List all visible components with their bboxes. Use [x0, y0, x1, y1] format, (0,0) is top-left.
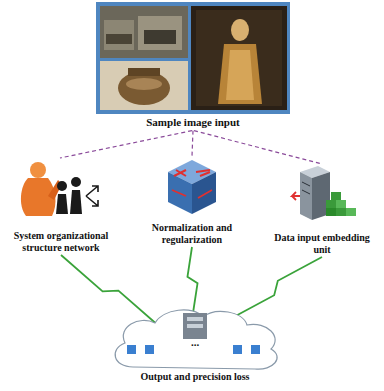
module-node: System organizational structure network	[2, 158, 120, 253]
node-label: System organizational structure network	[2, 230, 120, 253]
embedding-server-icon-part	[346, 208, 356, 216]
photo-collage-part	[226, 50, 254, 100]
server-body	[183, 313, 207, 339]
photo-collage-part	[196, 10, 282, 106]
org-network-icon-part	[56, 194, 68, 214]
photo-collage-part	[126, 78, 162, 90]
ellipsis-label: ...	[180, 336, 210, 348]
photo-collage-part	[104, 20, 134, 50]
node-label: Sample image input	[95, 116, 291, 129]
org-network-icon-part	[57, 181, 67, 191]
cloud-outline	[115, 310, 277, 369]
photo-collage-part	[118, 71, 170, 105]
normalization-cube-icon	[168, 160, 216, 214]
photo-collage-part	[138, 16, 182, 50]
dashed-connector	[194, 131, 322, 164]
photo-collage-part	[231, 19, 249, 41]
output-square	[145, 345, 154, 354]
photo-collage-part	[128, 68, 160, 76]
photo-collage-part	[100, 6, 188, 58]
photo-collage-part	[191, 6, 287, 110]
normalization-cube-icon-part	[192, 172, 216, 214]
lightning-connector	[61, 255, 160, 327]
photo-collage-part	[144, 30, 176, 44]
output-square	[251, 345, 260, 354]
org-network-icon-part	[30, 162, 46, 178]
module-node: Normalization and regularization	[137, 156, 247, 245]
photo-collage-part	[96, 2, 290, 114]
embedding-server-icon-part	[336, 208, 346, 216]
embedding-server-icon	[292, 166, 356, 220]
dashed-connector	[60, 131, 192, 158]
lightning-connector	[230, 257, 322, 319]
photo-collage	[96, 2, 290, 114]
embedding-server-icon-part	[326, 208, 336, 216]
node-label: Data input embedding unit	[267, 232, 377, 255]
photo-collage-part	[100, 61, 188, 110]
server-slot	[187, 324, 203, 328]
org-network-icon-part	[86, 186, 98, 206]
server-slot	[187, 317, 203, 321]
org-network-icon-part	[70, 190, 82, 214]
normalization-cube-icon-part	[172, 190, 212, 198]
input-node: Sample image input	[95, 2, 291, 129]
embedding-server-icon-part	[300, 172, 312, 220]
normalization-cube-icon-part	[174, 170, 186, 176]
embedding-server-icon-part	[302, 182, 310, 194]
embedding-server-icon-part	[336, 200, 346, 208]
dashed-connector	[192, 131, 193, 156]
normalization-cube-icon-part	[196, 170, 210, 176]
node-label: Normalization and regularization	[137, 222, 247, 245]
photo-collage-part	[218, 44, 262, 104]
embedding-server-icon-part	[331, 192, 341, 200]
org-network-icon-part	[71, 177, 81, 187]
cloud-server-icon	[183, 313, 207, 339]
photo-collage-part	[106, 34, 132, 44]
org-network-icon	[21, 162, 98, 216]
lightning-connector	[187, 247, 197, 313]
output-square	[233, 345, 242, 354]
embedding-server-icon-part	[326, 200, 336, 208]
module-node: Data input embedding unit	[267, 160, 377, 255]
node-label: Output and precision loss	[105, 371, 285, 383]
output-square	[127, 345, 136, 354]
embedding-server-icon-part	[292, 192, 300, 200]
